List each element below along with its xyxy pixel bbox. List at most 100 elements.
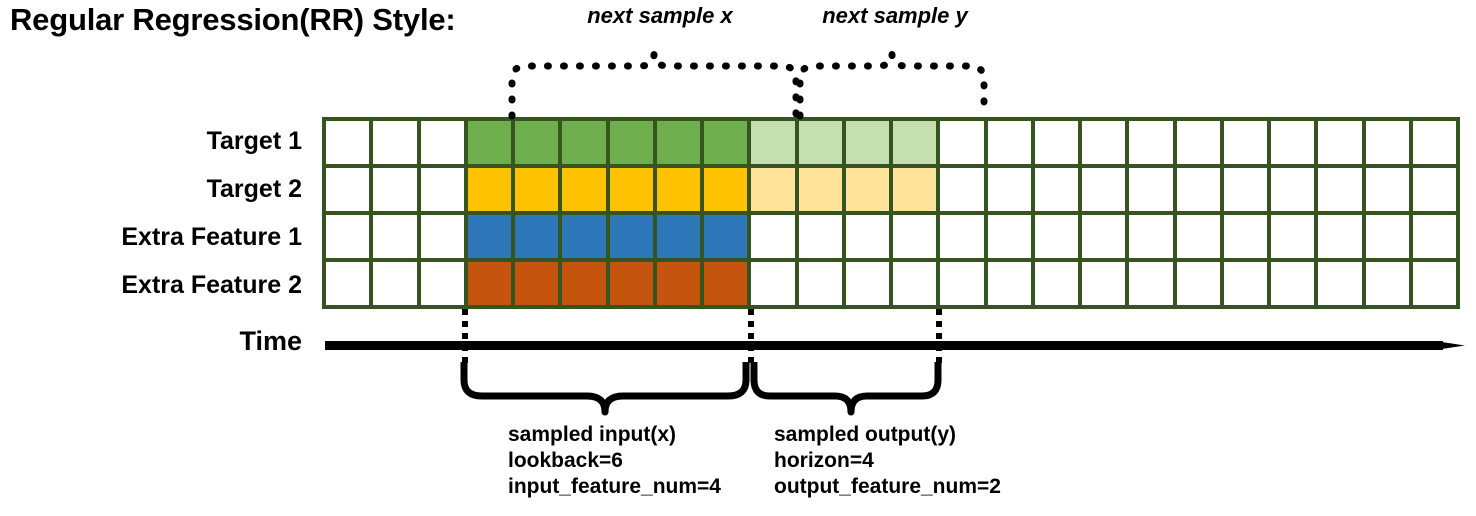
grid-cell-empty xyxy=(845,262,889,305)
row-label-extra-feature-1: Extra Feature 1 xyxy=(121,222,302,251)
grid-cell-horizon xyxy=(751,168,795,211)
grid-cell-lookback xyxy=(515,262,559,305)
grid-cell-empty xyxy=(940,168,984,211)
grid-cell-empty xyxy=(420,121,464,164)
grid-cell-empty xyxy=(1223,168,1267,211)
grid-cell-empty xyxy=(1034,121,1078,164)
grid-cell-horizon xyxy=(751,121,795,164)
timeline-grid xyxy=(322,117,1460,309)
grid-cell-empty xyxy=(1271,262,1315,305)
grid-cell-empty xyxy=(1271,215,1315,258)
grid-cell-empty xyxy=(1365,262,1409,305)
grid-cell-empty xyxy=(420,168,464,211)
grid-cell-empty xyxy=(326,121,370,164)
page-title: Regular Regression(RR) Style: xyxy=(10,2,456,37)
grid-cell-empty xyxy=(1412,168,1456,211)
grid-cell-empty xyxy=(1082,262,1126,305)
grid-cell-empty xyxy=(420,262,464,305)
grid-cell-horizon xyxy=(845,168,889,211)
grid-cell-empty xyxy=(1034,262,1078,305)
grid-cell-lookback xyxy=(609,262,653,305)
grid-cell-empty xyxy=(1365,168,1409,211)
row-label-column: Target 1 Target 2 Extra Feature 1 Extra … xyxy=(0,117,312,309)
grid-cell-empty xyxy=(326,262,370,305)
grid-cell-empty xyxy=(1318,262,1362,305)
grid-cell-empty xyxy=(326,168,370,211)
annotation-sampled-input: sampled input(x) lookback=6 input_featur… xyxy=(508,422,721,500)
grid-cell-empty xyxy=(987,168,1031,211)
grid-cell-lookback xyxy=(562,121,606,164)
sampled-input-line-1: sampled input(x) xyxy=(508,423,677,446)
grid-cell-lookback xyxy=(515,121,559,164)
grid-cell-empty xyxy=(751,262,795,305)
grid-cell-empty xyxy=(1082,121,1126,164)
grid-cell-empty xyxy=(940,121,984,164)
grid-cell-empty xyxy=(1176,262,1220,305)
row-label-target-1: Target 1 xyxy=(206,126,302,155)
grid-cell-empty xyxy=(1082,168,1126,211)
grid-cell-empty xyxy=(1176,215,1220,258)
dotted-guide-input-start xyxy=(462,309,468,364)
grid-cell-empty xyxy=(420,215,464,258)
grid-cell-empty xyxy=(1412,121,1456,164)
sampled-output-line-2: horizon=4 xyxy=(774,449,874,472)
grid-cell-empty xyxy=(373,262,417,305)
grid-cell-empty xyxy=(1034,168,1078,211)
grid-cell-empty xyxy=(1129,215,1173,258)
sampled-output-line-3: output_feature_num=2 xyxy=(774,475,1001,498)
dotted-brace-next-sample-x xyxy=(508,53,800,120)
grid-cell-lookback xyxy=(656,215,700,258)
grid-cell-empty xyxy=(1271,168,1315,211)
grid-cell-empty xyxy=(373,215,417,258)
grid-cell-lookback xyxy=(467,262,511,305)
grid-cell-empty xyxy=(1365,215,1409,258)
grid-cell-empty xyxy=(987,215,1031,258)
grid-cell-lookback xyxy=(562,168,606,211)
grid-cell-empty xyxy=(1129,262,1173,305)
grid-cell-empty xyxy=(1129,168,1173,211)
grid-cell-lookback xyxy=(704,168,748,211)
grid-cell-empty xyxy=(1223,262,1267,305)
grid-cell-empty xyxy=(751,215,795,258)
grid-cell-lookback xyxy=(656,168,700,211)
grid-cell-empty xyxy=(940,215,984,258)
grid-cell-empty xyxy=(326,215,370,258)
time-axis-label: Time xyxy=(239,326,302,356)
grid-cell-empty xyxy=(845,215,889,258)
dotted-guide-input-end xyxy=(748,309,754,364)
grid-cell-empty xyxy=(1412,215,1456,258)
grid-cell-empty xyxy=(1318,121,1362,164)
time-axis-arrow xyxy=(325,341,1465,350)
grid-cell-lookback xyxy=(656,262,700,305)
grid-cell-empty xyxy=(1176,121,1220,164)
dotted-guide-output-end xyxy=(936,309,942,364)
grid-cell-lookback xyxy=(704,215,748,258)
grid-cell-horizon xyxy=(893,121,937,164)
grid-cell-empty xyxy=(987,121,1031,164)
grid-cell-horizon xyxy=(845,121,889,164)
grid-cell-empty xyxy=(1318,215,1362,258)
dotted-brace-next-sample-y xyxy=(796,53,988,120)
grid-cell-empty xyxy=(1271,121,1315,164)
sampled-input-line-3: input_feature_num=4 xyxy=(508,475,721,498)
grid-cell-lookback xyxy=(704,262,748,305)
solid-brace-sampled-input xyxy=(460,362,750,416)
row-label-extra-feature-2: Extra Feature 2 xyxy=(121,270,302,299)
grid-cell-lookback xyxy=(467,121,511,164)
grid-cell-empty xyxy=(893,262,937,305)
grid-cell-lookback xyxy=(515,168,559,211)
grid-cell-lookback xyxy=(609,168,653,211)
grid-cell-lookback xyxy=(467,215,511,258)
grid-cell-empty xyxy=(1223,121,1267,164)
solid-brace-sampled-output xyxy=(750,362,942,416)
grid-cell-empty xyxy=(1082,215,1126,258)
grid-cell-empty xyxy=(373,168,417,211)
row-label-target-2: Target 2 xyxy=(206,174,302,203)
grid-cell-empty xyxy=(1365,121,1409,164)
annotation-sampled-output: sampled output(y) horizon=4 output_featu… xyxy=(774,422,1001,500)
grid-cell-empty xyxy=(893,215,937,258)
grid-cell-empty xyxy=(373,121,417,164)
sampled-output-line-1: sampled output(y) xyxy=(774,423,956,446)
grid-cell-lookback xyxy=(562,262,606,305)
grid-cell-lookback xyxy=(562,215,606,258)
